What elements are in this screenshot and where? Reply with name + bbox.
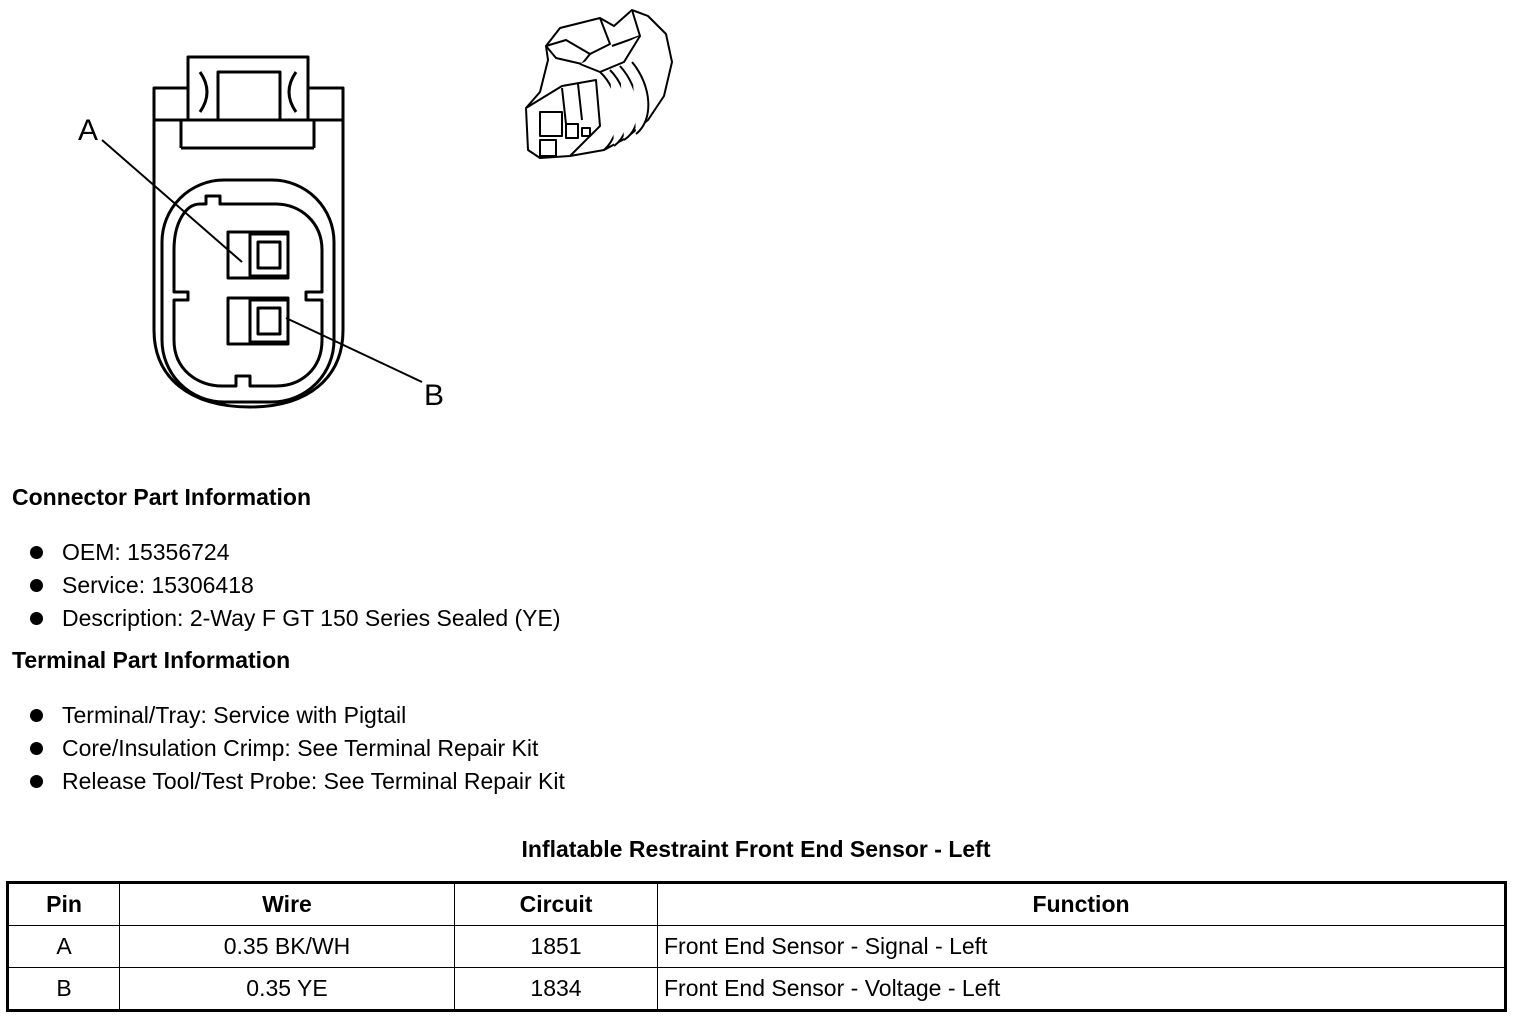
connector-3d-illustration bbox=[525, 9, 673, 159]
bullet-icon bbox=[30, 742, 43, 755]
column-header-function: Function bbox=[657, 882, 1506, 926]
bullet-icon bbox=[30, 709, 43, 722]
bullet-icon bbox=[30, 775, 43, 788]
connector-face-view bbox=[152, 55, 345, 409]
bullet-icon bbox=[30, 579, 43, 592]
core-insulation-crimp: Core/Insulation Crimp: See Terminal Repa… bbox=[62, 735, 539, 761]
function-cell: Front End Sensor - Signal - Left bbox=[657, 925, 1506, 968]
list-item: OEM: 15356724 bbox=[30, 536, 561, 569]
connector-diagram: A B bbox=[78, 9, 673, 412]
column-header-pin: Pin bbox=[7, 882, 120, 926]
pinout-table: Pin Wire Circuit Function A 0.35 BK/WH 1… bbox=[6, 881, 1507, 1012]
list-item: Release Tool/Test Probe: See Terminal Re… bbox=[30, 765, 565, 798]
circuit-cell: 1834 bbox=[454, 967, 658, 1011]
wire-cell: 0.35 BK/WH bbox=[119, 925, 455, 968]
terminal-tray: Terminal/Tray: Service with Pigtail bbox=[62, 702, 407, 728]
label-b: B bbox=[424, 379, 444, 412]
circuit-cell: 1851 bbox=[454, 925, 658, 968]
service-part-number: Service: 15306418 bbox=[62, 572, 254, 598]
label-a-leader bbox=[101, 139, 243, 263]
pin-cell: A bbox=[7, 925, 120, 968]
terminal-part-info-list: Terminal/Tray: Service with Pigtail Core… bbox=[30, 699, 565, 798]
table-title: Inflatable Restraint Front End Sensor - … bbox=[521, 836, 991, 862]
oem-part-number: OEM: 15356724 bbox=[62, 539, 230, 565]
column-header-circuit: Circuit bbox=[454, 882, 658, 926]
terminal-part-info-heading: Terminal Part Information bbox=[12, 647, 291, 673]
label-b-leader bbox=[285, 317, 423, 383]
wire-cell: 0.35 YE bbox=[119, 967, 455, 1011]
connector-description: Description: 2-Way F GT 150 Series Seale… bbox=[62, 605, 561, 631]
connector-part-info-heading: Connector Part Information bbox=[12, 484, 312, 510]
function-cell: Front End Sensor - Voltage - Left bbox=[657, 967, 1506, 1011]
list-item: Service: 15306418 bbox=[30, 569, 561, 602]
release-tool-test-probe: Release Tool/Test Probe: See Terminal Re… bbox=[62, 768, 565, 794]
list-item: Terminal/Tray: Service with Pigtail bbox=[30, 699, 565, 732]
list-item: Core/Insulation Crimp: See Terminal Repa… bbox=[30, 732, 565, 765]
table-row: B 0.35 YE 1834 Front End Sensor - Voltag… bbox=[7, 967, 1506, 1011]
label-a: A bbox=[78, 114, 98, 147]
table-row: A 0.35 BK/WH 1851 Front End Sensor - Sig… bbox=[7, 925, 1506, 968]
connector-part-info-list: OEM: 15356724 Service: 15306418 Descript… bbox=[30, 536, 561, 635]
bullet-icon bbox=[30, 612, 43, 625]
list-item: Description: 2-Way F GT 150 Series Seale… bbox=[30, 602, 561, 635]
table-header-row: Pin Wire Circuit Function bbox=[7, 882, 1506, 926]
pin-cell: B bbox=[7, 967, 120, 1011]
bullet-icon bbox=[30, 546, 43, 559]
column-header-wire: Wire bbox=[119, 882, 455, 926]
